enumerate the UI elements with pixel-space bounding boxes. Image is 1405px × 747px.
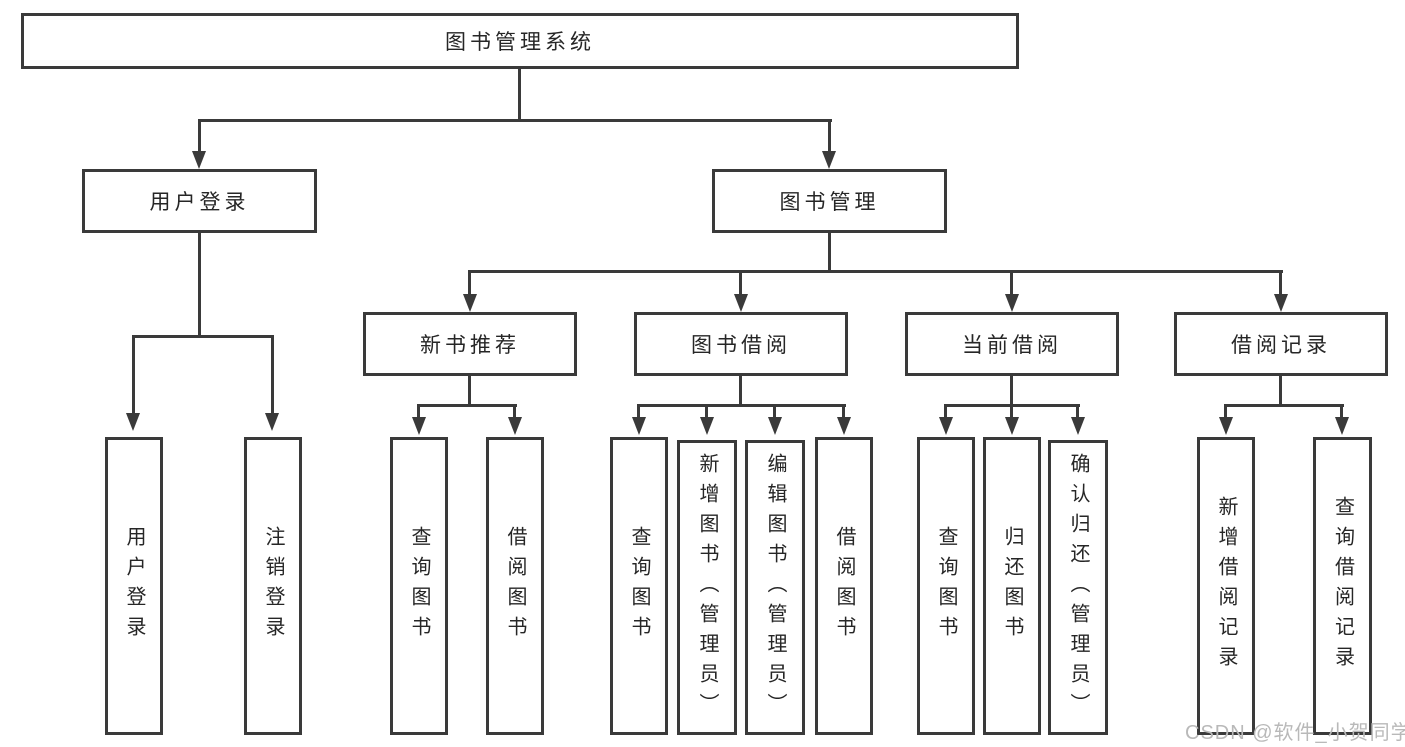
arrowhead-leaf-user-login <box>126 413 140 431</box>
watermark: CSDN @软件_小贺同学 <box>1185 722 1405 744</box>
connector-group1-child1 <box>417 404 420 419</box>
node-new-book-recommend-label: 新书推荐 <box>420 334 520 357</box>
connector-group3-stub <box>1010 376 1013 407</box>
connector-root-stub <box>518 69 521 122</box>
arrowhead-leaf-logout <box>265 413 279 431</box>
leaf-confirm-return-admin: 确认归还（管理员） <box>1048 440 1108 735</box>
connector-user-stub <box>198 233 201 337</box>
node-new-book-recommend: 新书推荐 <box>363 312 577 376</box>
leaf-query-books: 查询图书 <box>390 437 448 735</box>
node-library-system: 图书管理系统 <box>21 13 1019 69</box>
connector-group4-child2 <box>1340 404 1343 419</box>
connector-group4-bar <box>1224 404 1344 407</box>
connector-group2-stub <box>739 376 742 407</box>
leaf-add-book-admin: 新增图书（管理员） <box>677 440 737 735</box>
arrowhead-group4-child1 <box>1219 417 1233 435</box>
connector-to-leaf-user-login <box>132 335 135 415</box>
arrowhead-group3-child2 <box>1005 417 1019 435</box>
connector-group3-child1 <box>944 404 947 419</box>
leaf-borrow-books: 借阅图书 <box>815 437 873 735</box>
connector-group4-child1 <box>1224 404 1227 419</box>
connector-user-bar <box>132 335 274 338</box>
arrowhead-borrow-records <box>1274 294 1288 312</box>
node-current-borrow: 当前借阅 <box>905 312 1119 376</box>
node-book-management: 图书管理 <box>712 169 947 233</box>
node-book-borrow-label: 图书借阅 <box>691 334 791 357</box>
arrowhead-group1-child1 <box>412 417 426 435</box>
connector-group2-child2 <box>705 404 708 419</box>
leaf-query-books-label: 查询图书 <box>935 526 957 646</box>
node-user-login-label: 用户登录 <box>149 191 250 214</box>
leaf-edit-book-admin-label: 编辑图书（管理员） <box>764 452 786 723</box>
node-borrow-records-label: 借阅记录 <box>1231 334 1331 357</box>
connector-group3-child3 <box>1076 404 1079 419</box>
node-current-borrow-label: 当前借阅 <box>962 334 1062 357</box>
node-book-borrow: 图书借阅 <box>634 312 848 376</box>
arrowhead-group1-child2 <box>508 417 522 435</box>
connector-to-book-management <box>828 119 831 154</box>
leaf-borrow-books-label: 借阅图书 <box>504 526 526 646</box>
connector-to-borrow-records <box>1279 270 1282 297</box>
leaf-user-login: 用户登录 <box>105 437 163 735</box>
arrowhead-group2-child3 <box>768 417 782 435</box>
leaf-confirm-return-admin-label: 确认归还（管理员） <box>1067 452 1089 723</box>
connector-group3-child2 <box>1010 404 1013 419</box>
connector-to-current-borrow <box>1010 270 1013 297</box>
connector-level3-bar <box>469 270 1283 273</box>
arrowhead-group2-child1 <box>632 417 646 435</box>
leaf-edit-book-admin: 编辑图书（管理员） <box>745 440 805 735</box>
leaf-logout-label: 注销登录 <box>262 526 284 646</box>
arrowhead-group2-child4 <box>837 417 851 435</box>
connector-to-user-login <box>198 119 201 154</box>
arrowhead-current-borrow <box>1005 294 1019 312</box>
leaf-query-books-label: 查询图书 <box>628 526 650 646</box>
leaf-add-borrow-record: 新增借阅记录 <box>1197 437 1255 735</box>
arrowhead-group4-child2 <box>1335 417 1349 435</box>
leaf-borrow-books-label: 借阅图书 <box>833 526 855 646</box>
connector-group1-stub <box>468 376 471 407</box>
connector-group2-bar <box>637 404 846 407</box>
leaf-query-books-label: 查询图书 <box>408 526 430 646</box>
arrowhead-group3-child3 <box>1071 417 1085 435</box>
leaf-borrow-books: 借阅图书 <box>486 437 544 735</box>
connector-group2-child4 <box>842 404 845 419</box>
leaf-logout: 注销登录 <box>244 437 302 735</box>
connector-group1-child2 <box>513 404 516 419</box>
node-book-management-label: 图书管理 <box>779 191 880 214</box>
arrowhead-group2-child2 <box>700 417 714 435</box>
leaf-query-borrow-record-label: 查询借阅记录 <box>1331 496 1354 676</box>
connector-group2-child3 <box>773 404 776 419</box>
leaf-add-book-admin-label: 新增图书（管理员） <box>696 452 718 723</box>
arrowhead-group3-child1 <box>939 417 953 435</box>
leaf-return-book-label: 归还图书 <box>1001 526 1023 646</box>
leaf-query-books: 查询图书 <box>610 437 668 735</box>
node-library-system-label: 图书管理系统 <box>445 31 595 54</box>
leaf-return-book: 归还图书 <box>983 437 1041 735</box>
leaf-query-books: 查询图书 <box>917 437 975 735</box>
leaf-query-borrow-record: 查询借阅记录 <box>1313 437 1372 735</box>
connector-book-stub <box>828 233 831 272</box>
arrowhead-book-borrow <box>734 294 748 312</box>
connector-group4-stub <box>1279 376 1282 407</box>
connector-group2-child1 <box>637 404 640 419</box>
connector-group1-bar <box>417 404 517 407</box>
connector-to-leaf-logout <box>271 335 274 415</box>
connector-to-book-borrow <box>739 270 742 297</box>
arrowhead-new-book-recommend <box>463 294 477 312</box>
node-user-login: 用户登录 <box>82 169 317 233</box>
node-borrow-records: 借阅记录 <box>1174 312 1388 376</box>
connector-level2-bar <box>198 119 832 122</box>
leaf-add-borrow-record-label: 新增借阅记录 <box>1215 496 1237 676</box>
leaf-user-login-label: 用户登录 <box>123 526 145 646</box>
arrowhead-user-login <box>192 151 206 169</box>
connector-to-new-book-recommend <box>468 270 471 297</box>
arrowhead-book-management <box>822 151 836 169</box>
